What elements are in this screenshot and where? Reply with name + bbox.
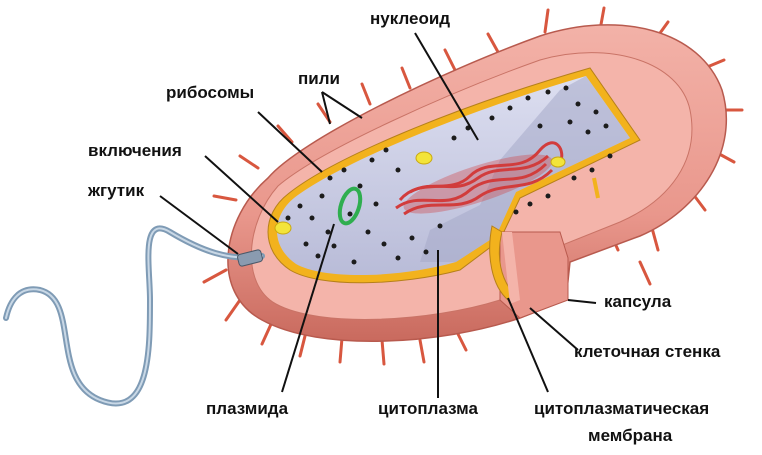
label-cell-wall: клеточная стенка: [574, 342, 721, 361]
label-ribosomes: рибосомы: [166, 83, 254, 102]
label-nucleoid: нуклеоид: [370, 9, 450, 28]
label-pili: пили: [298, 69, 340, 88]
label-inclusions: включения: [88, 141, 182, 160]
label-plasmid: плазмида: [206, 399, 289, 418]
label-capsule: капсула: [604, 292, 672, 311]
label-flagellum: жгутик: [87, 181, 145, 200]
flagellum-highlight: [6, 228, 262, 403]
label-membrane-line2: мембрана: [588, 426, 673, 445]
label-membrane-line1: цитоплазматическая: [534, 399, 709, 418]
label-cytoplasm: цитоплазма: [378, 399, 478, 418]
